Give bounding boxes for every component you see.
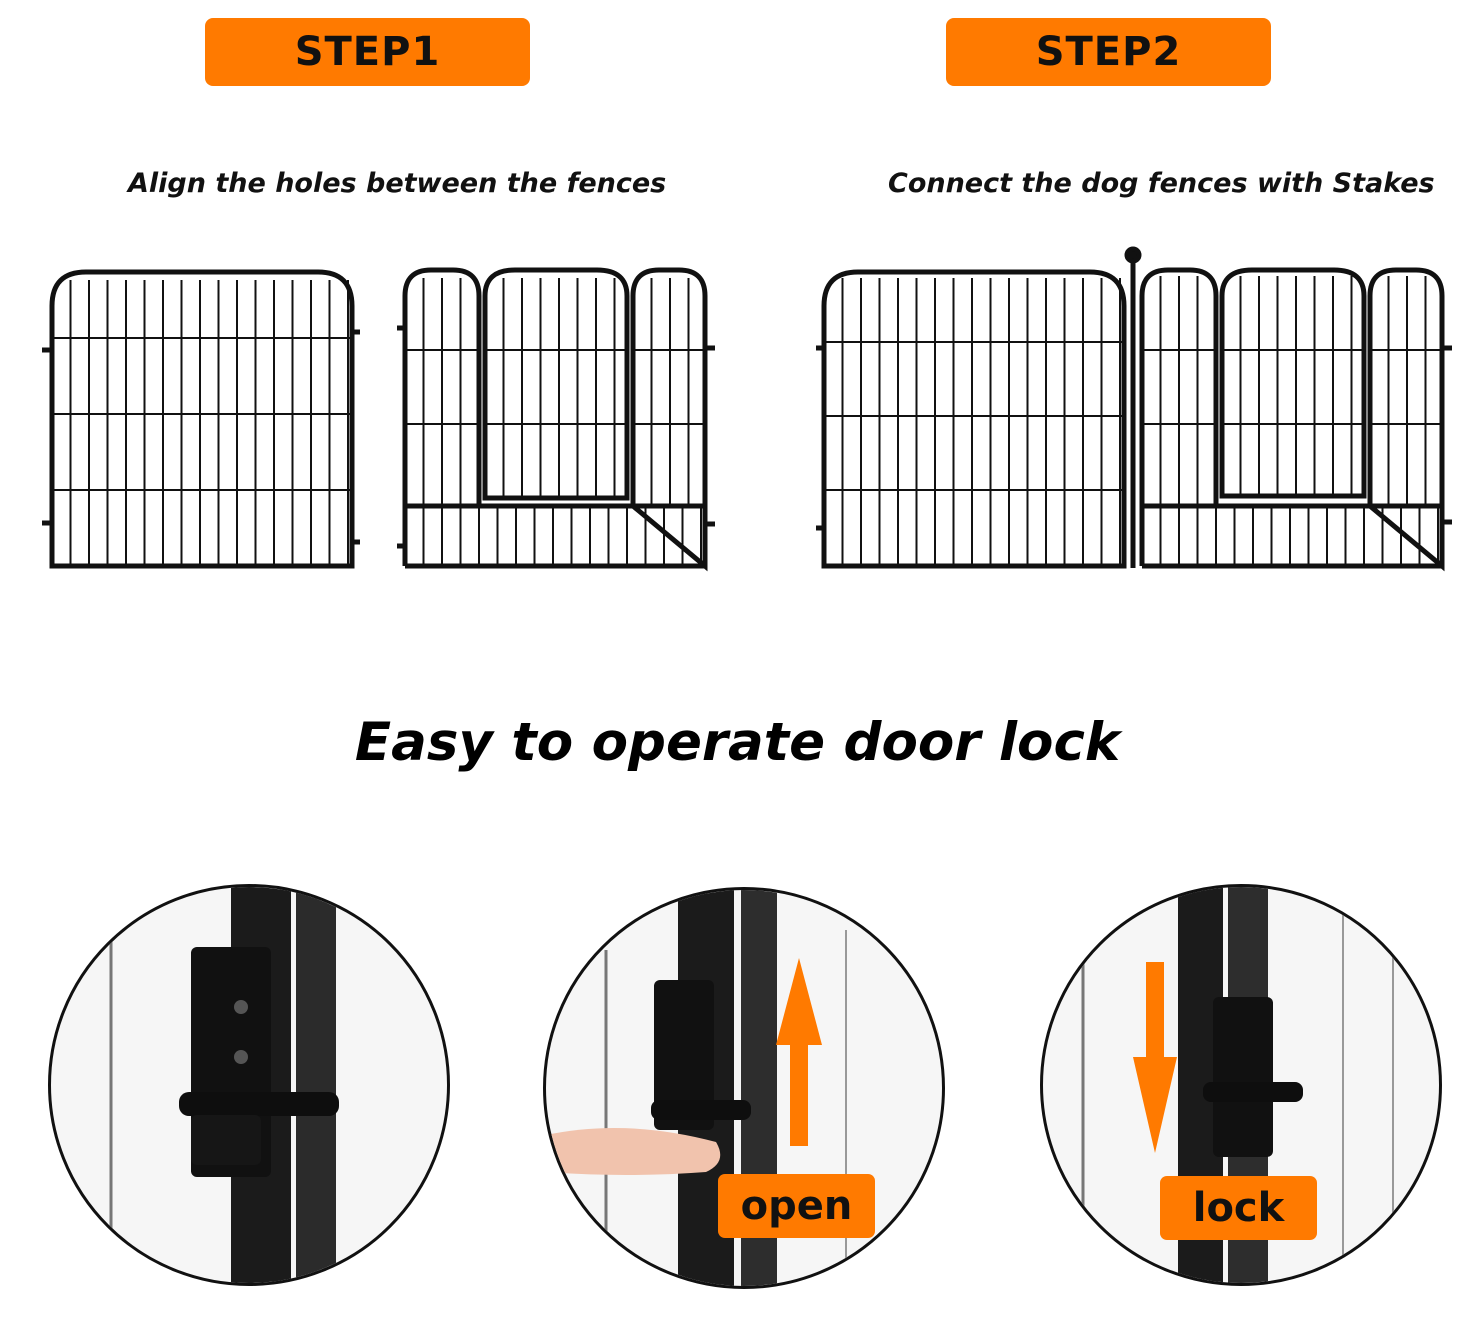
latch-closeup-photo	[48, 884, 450, 1286]
lock-label: lock	[1160, 1176, 1317, 1240]
step1-badge: STEP1	[205, 18, 530, 86]
step2-caption: Connect the dog fences with Stakes	[888, 168, 1435, 199]
step1-caption: Align the holes between the fences	[128, 168, 667, 199]
arrow-down-icon	[1133, 962, 1177, 1153]
step2-badge: STEP2	[946, 18, 1271, 86]
stake	[1124, 246, 1142, 568]
step1-door-fence-panel	[397, 267, 715, 572]
step2-connected-fences	[816, 246, 1452, 572]
door-lock-headline: Easy to operate door lock	[354, 712, 1121, 773]
open-label: open	[718, 1174, 875, 1238]
step1-plain-fence-panel	[42, 269, 360, 569]
arrow-up-icon	[776, 958, 822, 1146]
